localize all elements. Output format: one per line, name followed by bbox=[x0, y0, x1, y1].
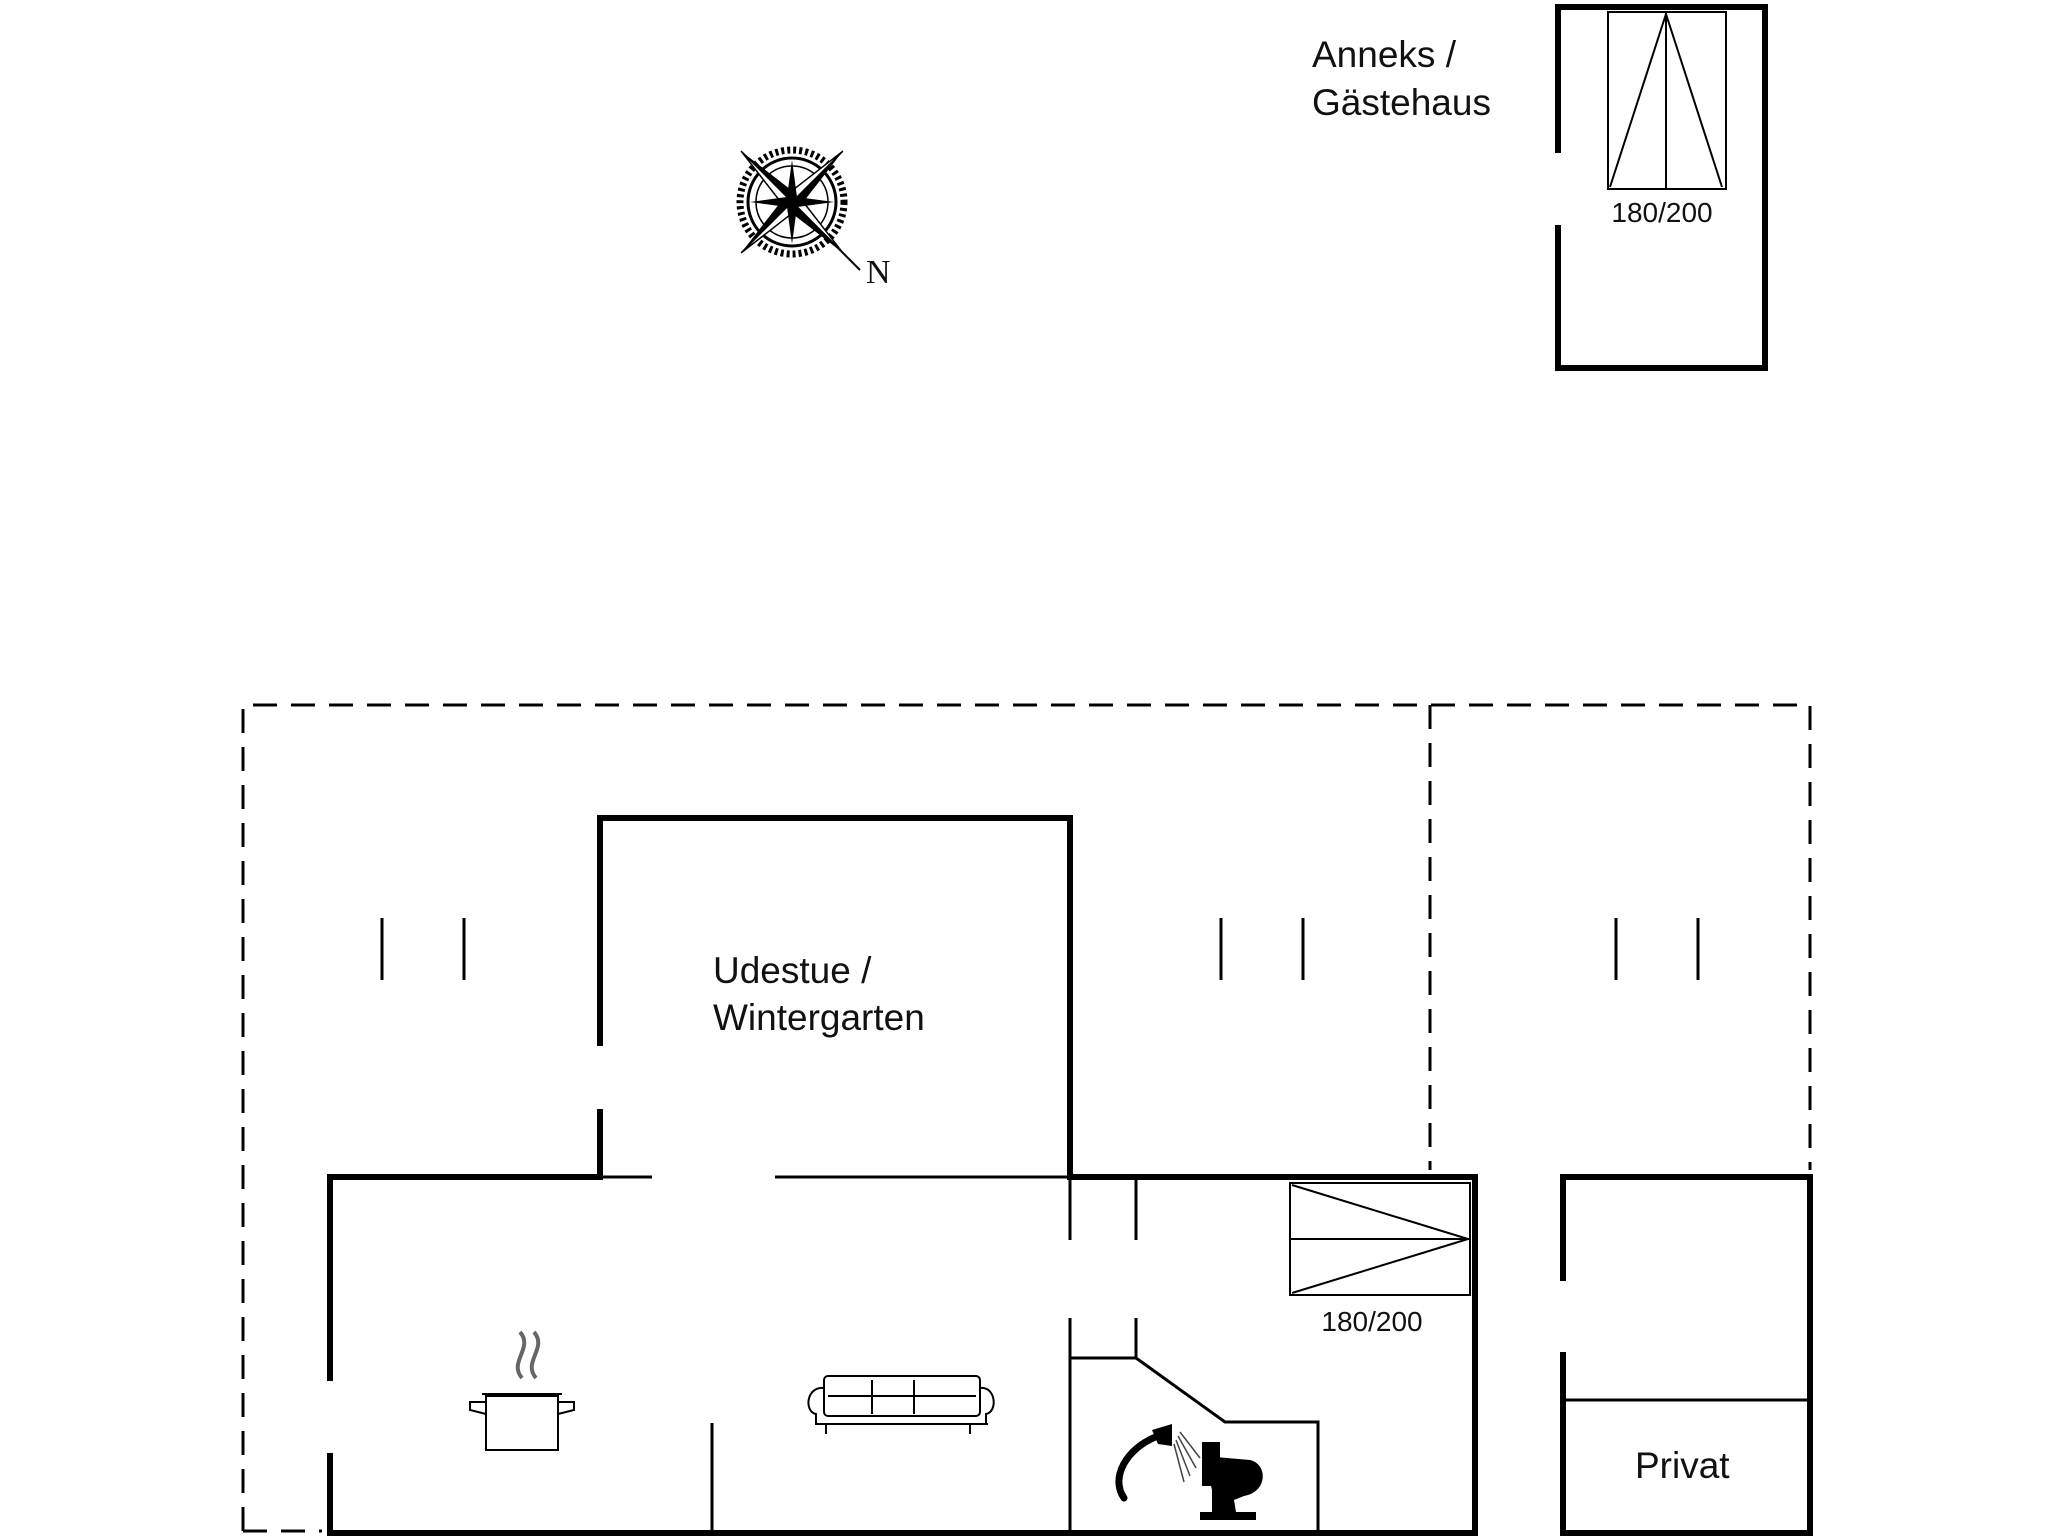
annex-bed-icon bbox=[1607, 11, 1727, 190]
annex-label-line2: Gästehaus bbox=[1312, 82, 1491, 123]
bedroom-bed-icon bbox=[1289, 1182, 1471, 1296]
annex-label-line1: Anneks / bbox=[1312, 34, 1457, 75]
terrace-outline bbox=[241, 703, 1812, 1533]
annex-bed-size: 180/200 bbox=[1611, 197, 1712, 228]
private-room-label: Privat bbox=[1635, 1445, 1730, 1486]
door-markers bbox=[380, 918, 1700, 980]
conservatory-label-line1: Udestue / bbox=[713, 950, 872, 991]
main-house-walls bbox=[327, 815, 1478, 1536]
private-room bbox=[1560, 1174, 1813, 1536]
annex-building: 180/200 bbox=[1555, 4, 1768, 371]
compass-north-label: N bbox=[866, 254, 891, 291]
conservatory-label-line2: Wintergarten bbox=[713, 997, 925, 1038]
shower-icon bbox=[1115, 1424, 1201, 1502]
cooking-pot-icon bbox=[469, 1330, 575, 1451]
compass-rose-icon bbox=[736, 146, 861, 271]
sofa-icon bbox=[807, 1375, 995, 1434]
bedroom-bed-size: 180/200 bbox=[1321, 1306, 1422, 1337]
toilet-icon bbox=[1200, 1442, 1263, 1520]
